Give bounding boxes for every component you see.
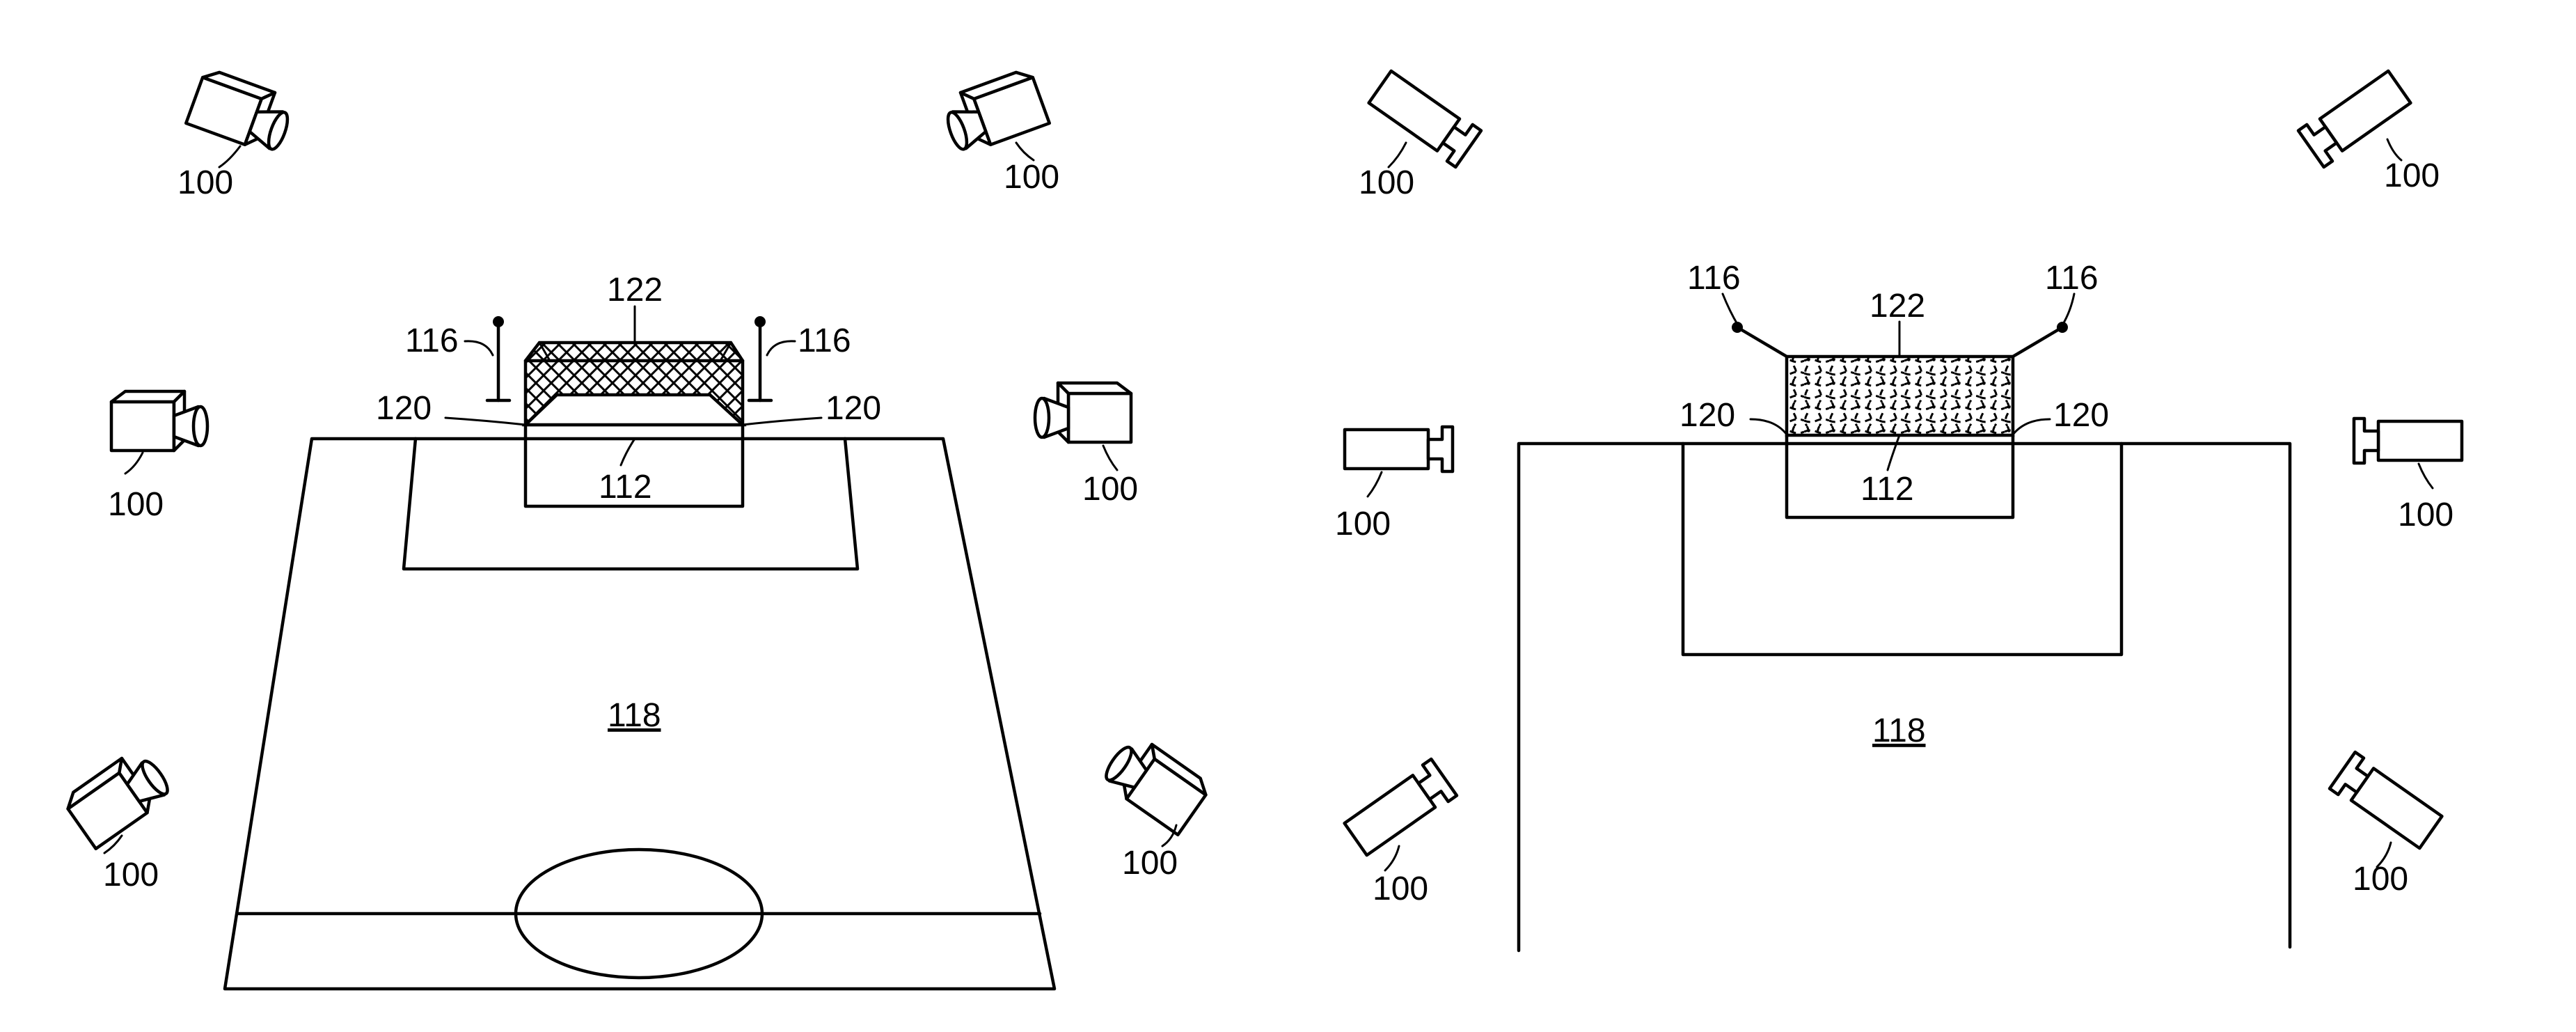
- video-camera-icon: [186, 68, 297, 156]
- left-label-net: 122: [607, 272, 663, 308]
- right-cam-label-6: 100: [2353, 861, 2408, 898]
- left-pole-left: [487, 316, 509, 400]
- video-camera-icon: [62, 745, 175, 849]
- left-label-post-right: 120: [825, 390, 881, 427]
- left-cam-label-6: 100: [1122, 845, 1178, 882]
- left-pole-right: [749, 316, 771, 400]
- left-cam-label-1: 100: [177, 164, 233, 201]
- right-label-pitch: 118: [1872, 712, 1926, 749]
- right-panel: 122 116 116 120 120 112 118 100 100 100 …: [1335, 69, 2462, 951]
- left-camera-mid-left: 100: [108, 391, 207, 523]
- left-camera-mid-right: 100: [1035, 383, 1138, 508]
- right-camera-bottom-right: 100: [2330, 752, 2444, 898]
- right-camera-top-right: 100: [2298, 69, 2440, 194]
- right-pitch-outline: [1519, 444, 2290, 951]
- left-cam-label-3: 100: [108, 486, 164, 523]
- right-label-post-left: 120: [1680, 397, 1735, 434]
- right-cam-label-4: 100: [2398, 497, 2453, 533]
- right-camera-mid-left: 100: [1335, 427, 1453, 542]
- left-cam-label-4: 100: [1082, 471, 1138, 508]
- right-label-pole-right: 116: [2045, 260, 2099, 297]
- left-panel: 122 116 116 120 120 112 118 100 100 100 …: [62, 68, 1212, 989]
- left-camera-bottom-right: 100: [1099, 731, 1212, 882]
- video-camera-icon: [939, 68, 1050, 156]
- right-camera-top-left: 100: [1359, 69, 1481, 201]
- right-pole-right: [2013, 322, 2068, 357]
- video-camera-icon: [1345, 427, 1453, 471]
- video-camera-icon: [1343, 759, 1457, 857]
- video-camera-icon: [1367, 69, 1481, 167]
- left-camera-bottom-left: 100: [62, 745, 175, 893]
- right-cam-label-3: 100: [1335, 506, 1391, 542]
- right-cam-label-2: 100: [2384, 157, 2440, 194]
- left-label-pole-right: 116: [798, 322, 851, 359]
- video-camera-icon: [2330, 752, 2444, 850]
- right-label-post-right: 120: [2053, 397, 2109, 434]
- video-camera-icon: [111, 391, 207, 451]
- left-camera-top-left: 100: [177, 68, 297, 201]
- right-label-net: 122: [1870, 288, 1925, 325]
- left-label-pitch: 118: [608, 697, 661, 734]
- left-cam-label-5: 100: [103, 857, 159, 893]
- video-camera-icon: [1035, 383, 1131, 442]
- right-pole-left: [1732, 322, 1787, 357]
- right-net: [1787, 357, 2013, 435]
- video-camera-icon: [2354, 419, 2462, 463]
- left-label-pole-left: 116: [405, 322, 459, 359]
- right-camera-mid-right: 100: [2354, 419, 2462, 533]
- left-cam-label-2: 100: [1004, 159, 1059, 196]
- video-camera-icon: [1099, 731, 1212, 835]
- right-cam-label-5: 100: [1373, 870, 1428, 907]
- right-label-pole-left: 116: [1687, 260, 1741, 297]
- left-camera-top-right: 100: [939, 68, 1059, 196]
- right-label-goal: 112: [1860, 471, 1914, 508]
- right-camera-bottom-left: 100: [1343, 759, 1457, 907]
- left-label-goal: 112: [599, 469, 652, 506]
- left-goal-mouth: [526, 395, 743, 425]
- left-label-post-left: 120: [376, 390, 432, 427]
- right-cam-label-1: 100: [1359, 164, 1414, 201]
